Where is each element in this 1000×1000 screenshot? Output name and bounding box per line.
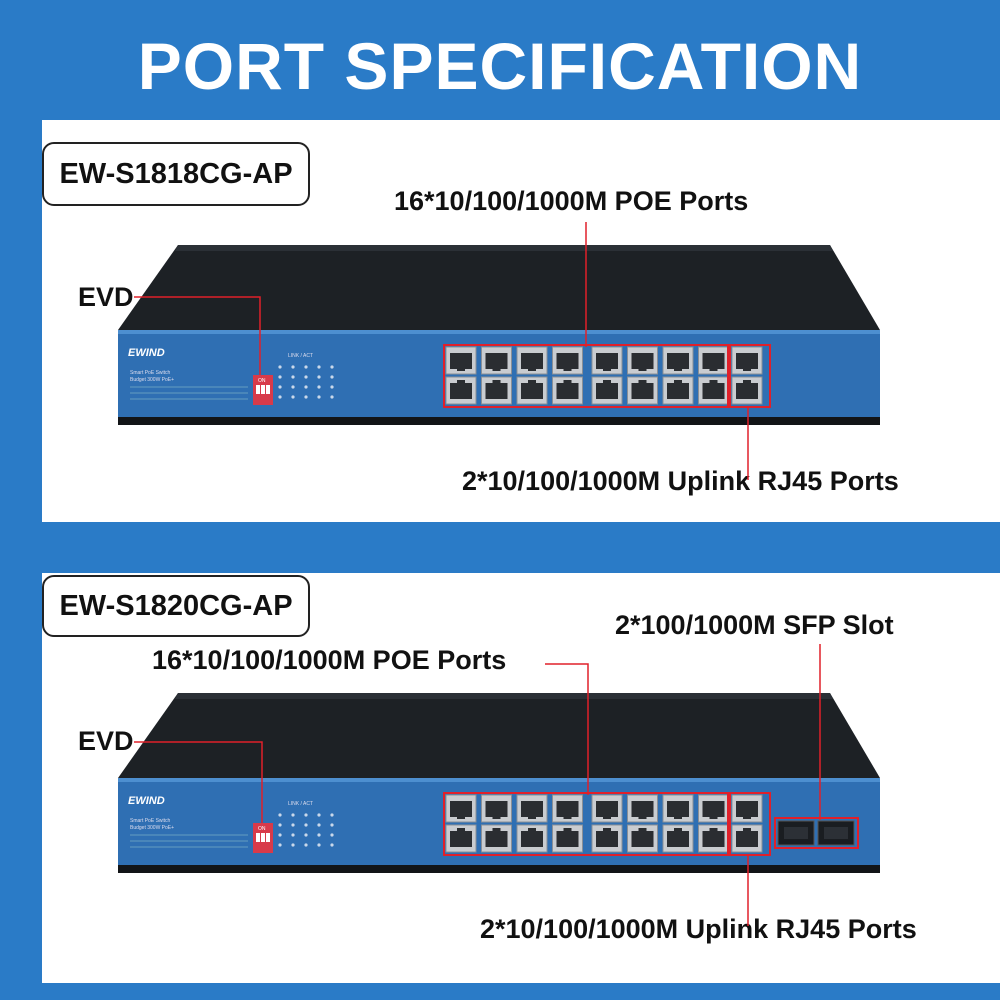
uplink-port-highlight xyxy=(729,792,771,856)
rj45-port xyxy=(552,824,583,853)
uplink-port-highlight xyxy=(729,344,771,408)
rj45-port xyxy=(731,824,763,853)
rj45-port xyxy=(481,346,512,375)
rj45-port xyxy=(731,346,763,375)
rj45-port xyxy=(516,376,548,405)
rj45-port xyxy=(731,794,763,823)
sfp-slots xyxy=(777,820,855,846)
led-label: LINK / ACT xyxy=(288,801,313,807)
callout-evd-1: EVD xyxy=(78,282,134,312)
model-tag-1: EW-S1818CG-AP xyxy=(42,142,310,206)
callout-sfp-slot-2: 2*100/1000M SFP Slot xyxy=(615,610,894,640)
rj45-port xyxy=(591,376,623,405)
led-grid xyxy=(278,813,334,847)
switch-device-1: EWIND Smart PoE Switch Budget 300W PoE+ … xyxy=(118,245,880,425)
device-desc-1: Smart PoE Switch xyxy=(130,370,171,376)
callout-uplink-ports-2: 2*10/100/1000M Uplink RJ45 Ports xyxy=(480,914,917,944)
device-desc-2: Budget 300W PoE+ xyxy=(130,377,174,383)
rj45-port xyxy=(698,824,729,853)
rj45-port xyxy=(627,794,658,823)
rj45-port xyxy=(627,346,658,375)
rj45-port xyxy=(445,376,477,405)
rj45-port xyxy=(591,346,623,375)
led-grid xyxy=(278,365,334,399)
rj45-port xyxy=(698,346,729,375)
rj45-port xyxy=(516,824,548,853)
device-desc-1: Smart PoE Switch xyxy=(130,818,171,824)
rj45-port xyxy=(731,376,763,405)
rj45-port xyxy=(481,376,512,405)
rj45-port xyxy=(516,346,548,375)
callout-poe-ports-2: 16*10/100/1000M POE Ports xyxy=(152,645,507,675)
rj45-port xyxy=(627,376,658,405)
led-label: LINK / ACT xyxy=(288,353,313,359)
chassis-top xyxy=(118,245,880,330)
svg-text:ON: ON xyxy=(258,378,266,384)
rj45-port xyxy=(662,794,694,823)
poe-port-block xyxy=(445,346,729,405)
brand-logo: EWIND xyxy=(128,795,165,807)
rj45-port xyxy=(662,346,694,375)
uplink-port-block xyxy=(731,346,763,405)
uplink-port-block xyxy=(731,794,763,853)
rj45-port xyxy=(481,794,512,823)
rj45-port xyxy=(552,376,583,405)
device-desc-2: Budget 300W PoE+ xyxy=(130,825,174,831)
rj45-port xyxy=(516,794,548,823)
rj45-port xyxy=(445,794,477,823)
rj45-port xyxy=(662,824,694,853)
rj45-port xyxy=(591,794,623,823)
callout-poe-ports-1: 16*10/100/1000M POE Ports xyxy=(394,186,749,216)
rj45-port xyxy=(698,794,729,823)
rj45-port xyxy=(481,824,512,853)
rj45-port xyxy=(662,376,694,405)
callout-evd-2: EVD xyxy=(78,726,134,756)
sfp-highlight xyxy=(774,817,859,849)
rj45-port xyxy=(445,824,477,853)
model-tag-2: EW-S1820CG-AP xyxy=(42,575,310,637)
brand-logo: EWIND xyxy=(128,347,165,359)
svg-text:ON: ON xyxy=(258,826,266,832)
page-title: PORT SPECIFICATION xyxy=(137,29,863,103)
rj45-port xyxy=(591,824,623,853)
poe-port-block xyxy=(445,794,729,853)
rj45-port xyxy=(627,824,658,853)
switch-device-2: EWIND Smart PoE Switch Budget 300W PoE+ … xyxy=(118,693,880,873)
rj45-port xyxy=(552,346,583,375)
rj45-port xyxy=(698,376,729,405)
rj45-port xyxy=(445,346,477,375)
chassis-top xyxy=(118,693,880,778)
callout-uplink-ports-1: 2*10/100/1000M Uplink RJ45 Ports xyxy=(462,466,899,496)
rj45-port xyxy=(552,794,583,823)
